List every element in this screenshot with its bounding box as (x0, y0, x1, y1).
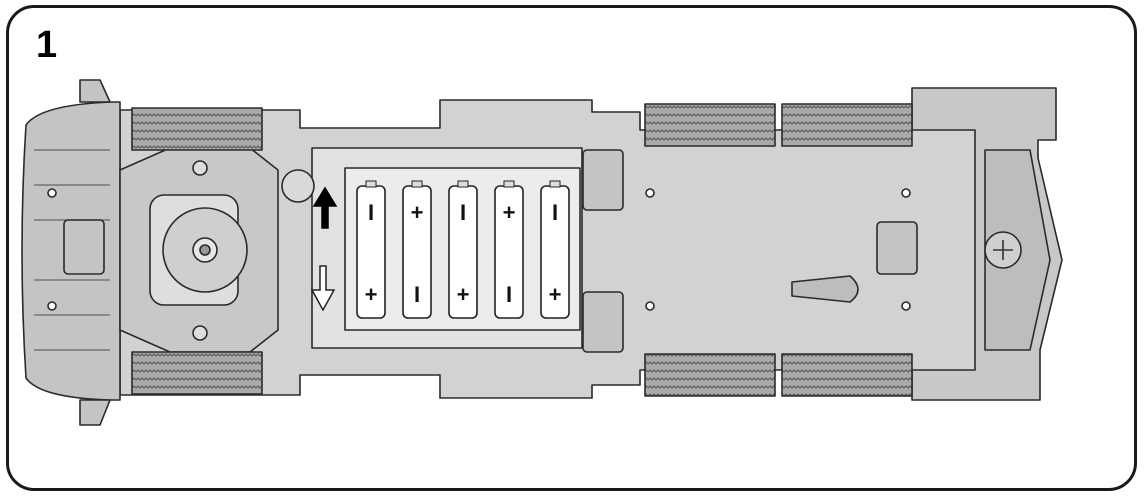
step-number: 1 (36, 24, 58, 66)
battery-icon: I+ (448, 180, 478, 319)
battery-icon: +I (494, 180, 524, 319)
battery-row: I++II++II+ (356, 180, 570, 319)
battery-polarity-bottom: + (457, 282, 470, 307)
battery-polarity-top: I (460, 200, 466, 225)
tire-front-bottom (131, 351, 263, 395)
battery-polarity-top: + (503, 200, 516, 225)
battery-polarity-bottom: I (506, 282, 512, 307)
tire-rear-3 (644, 353, 776, 397)
tire-rear-2 (781, 103, 913, 147)
tire-rear-1 (644, 103, 776, 147)
battery-polarity-bottom: I (414, 282, 420, 307)
battery-icon: +I (402, 180, 432, 319)
tire-front-top (131, 107, 263, 151)
arrow-up-icon (312, 186, 338, 229)
arrow-down-icon (310, 265, 336, 312)
battery-polarity-top: I (552, 200, 558, 225)
battery-polarity-top: + (411, 200, 424, 225)
battery-icon: I+ (356, 180, 386, 319)
step-frame (6, 5, 1137, 491)
battery-icon: I+ (540, 180, 570, 319)
battery-polarity-bottom: + (549, 282, 562, 307)
battery-polarity-top: I (368, 200, 374, 225)
battery-polarity-bottom: + (365, 282, 378, 307)
tire-rear-4 (781, 353, 913, 397)
